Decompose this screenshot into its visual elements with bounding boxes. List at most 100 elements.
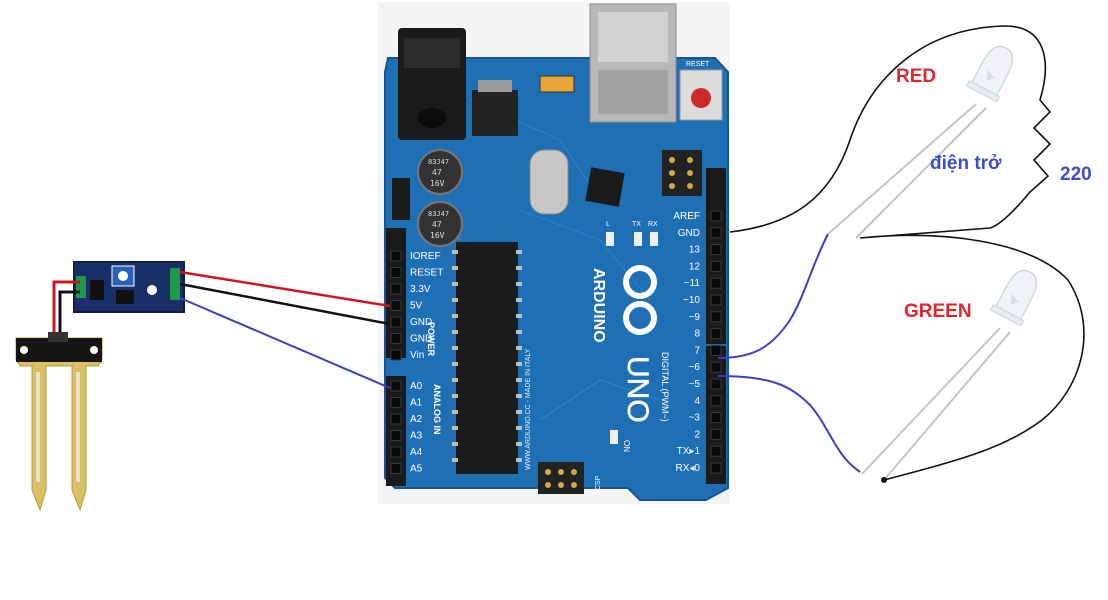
arduino-logo: ARDUINO UNO DIGITAL (PWM~) ON bbox=[590, 265, 670, 452]
power-pin-label: RESET bbox=[410, 268, 443, 279]
digital-pin-label: 12 bbox=[689, 261, 701, 272]
svg-text:47: 47 bbox=[432, 168, 442, 177]
green-led-label: GREEN bbox=[904, 301, 972, 322]
rx-led-label: RX bbox=[648, 221, 658, 228]
analog-header-label: ANALOG IN bbox=[432, 384, 442, 435]
icsp2-header bbox=[662, 150, 702, 196]
svg-text:16V: 16V bbox=[430, 231, 445, 240]
power-header-label: POWER bbox=[426, 322, 436, 357]
red-led-lead-cathode bbox=[855, 107, 987, 239]
green-led bbox=[861, 269, 1038, 483]
digital-pin-socket bbox=[710, 462, 722, 474]
digital-pin-label: AREF bbox=[673, 211, 700, 222]
analog-pin-label: A5 bbox=[410, 464, 423, 475]
digital-pin-socket bbox=[710, 361, 722, 373]
analog-pin-label: A3 bbox=[410, 431, 423, 442]
analog-pin-socket bbox=[390, 413, 402, 425]
power-pin-socket bbox=[390, 267, 402, 278]
wire-pin6-blue bbox=[717, 375, 861, 473]
power-pin-label: GND bbox=[410, 317, 432, 328]
power-pin-socket bbox=[390, 349, 402, 361]
analog-pin-label: A0 bbox=[410, 381, 423, 392]
sensor-probe bbox=[15, 332, 103, 512]
digital-pin-socket bbox=[710, 344, 722, 356]
diode bbox=[392, 178, 410, 220]
brand-text: ARDUINO bbox=[590, 268, 607, 343]
digital-header-label: DIGITAL (PWM~) bbox=[660, 352, 670, 422]
digital-pin-socket bbox=[710, 445, 722, 457]
digital-pin-label: ~5 bbox=[689, 379, 701, 390]
icsp-header: ICSP bbox=[538, 462, 602, 494]
green-led-lead-cathode bbox=[883, 331, 1011, 481]
digital-pin-socket bbox=[710, 328, 722, 340]
digital-pin-label: ~10 bbox=[683, 295, 700, 306]
digital-pin-socket bbox=[710, 294, 722, 306]
digital-pin-socket bbox=[710, 260, 722, 272]
svg-text:83J47: 83J47 bbox=[428, 158, 449, 166]
usb-chip bbox=[585, 167, 625, 207]
green-led-lead-anode bbox=[861, 327, 1001, 475]
digital-pin-label: 13 bbox=[689, 245, 701, 256]
digital-pin-label: ~6 bbox=[689, 362, 701, 373]
wire-gnd-black bbox=[179, 282, 391, 326]
digital-pin-socket bbox=[710, 428, 722, 440]
digital-pin-label: ~3 bbox=[689, 413, 701, 424]
wire-a0-blue bbox=[179, 297, 391, 389]
digital-pin-socket bbox=[710, 412, 722, 424]
svg-text:47: 47 bbox=[432, 220, 442, 229]
power-pin-socket bbox=[390, 283, 402, 295]
digital-pin-label: 4 bbox=[694, 396, 700, 407]
power-pin-socket bbox=[390, 333, 402, 344]
red-led-label: RED bbox=[896, 66, 936, 87]
voltage-regulator bbox=[472, 90, 518, 136]
digital-pin-socket bbox=[710, 311, 722, 323]
power-pin-socket bbox=[390, 300, 402, 311]
reset-button: RESET bbox=[679, 61, 723, 121]
digital-pin-socket bbox=[710, 227, 722, 239]
digital-pin-label: ~9 bbox=[689, 312, 701, 323]
digital-pin-label: ~11 bbox=[684, 278, 701, 289]
on-led-label: ON bbox=[622, 440, 631, 452]
capacitor-2: 83J47 47 16V bbox=[417, 201, 463, 247]
digital-pin-label: 8 bbox=[694, 329, 700, 340]
wire-pin7-blue bbox=[717, 233, 829, 359]
power-pin-label: GND bbox=[410, 334, 432, 345]
crystal-oscillator bbox=[529, 149, 569, 215]
red-led-lead-anode bbox=[827, 103, 977, 235]
reset-silk-label: RESET bbox=[686, 61, 710, 68]
analog-pin-socket bbox=[390, 463, 402, 474]
analog-pin-socket bbox=[390, 430, 402, 441]
digital-pin-socket bbox=[710, 244, 722, 256]
probe-lead-red bbox=[52, 280, 80, 332]
sensor-module bbox=[73, 261, 185, 313]
digital-pin-socket bbox=[710, 210, 722, 222]
digital-pin-label: 2 bbox=[694, 429, 700, 440]
power-pin-label: 3.3V bbox=[410, 284, 431, 295]
tx-led-label: TX bbox=[632, 221, 641, 228]
icsp-silk-label: ICSP bbox=[595, 475, 602, 492]
digital-pin-label: 7 bbox=[694, 345, 700, 356]
analog-pin-socket bbox=[390, 397, 402, 408]
digital-pin-label: RX◂0 bbox=[676, 463, 701, 474]
red-led bbox=[827, 45, 1014, 239]
analog-pin-socket bbox=[390, 380, 402, 392]
analog-pin-socket bbox=[390, 446, 402, 458]
arduino-uno-board: RESET 83J47 47 16V 83J47 47 16V bbox=[378, 2, 730, 504]
resistor-label: điện trở bbox=[930, 153, 1002, 174]
svg-text:16V: 16V bbox=[430, 179, 445, 188]
wires bbox=[179, 25, 1085, 481]
green-led-junction bbox=[881, 477, 887, 483]
digital-pin-socket bbox=[710, 395, 722, 407]
l-led-label: L bbox=[606, 221, 610, 228]
probe-lead-black bbox=[58, 290, 80, 332]
tx-led bbox=[634, 232, 642, 246]
power-pin-socket bbox=[390, 250, 402, 262]
resistor-value: 220 bbox=[1060, 164, 1092, 185]
digital-pin-socket bbox=[710, 277, 722, 289]
digital-pin-socket bbox=[710, 378, 722, 390]
l-led bbox=[606, 232, 614, 246]
power-pin-socket bbox=[390, 316, 402, 328]
